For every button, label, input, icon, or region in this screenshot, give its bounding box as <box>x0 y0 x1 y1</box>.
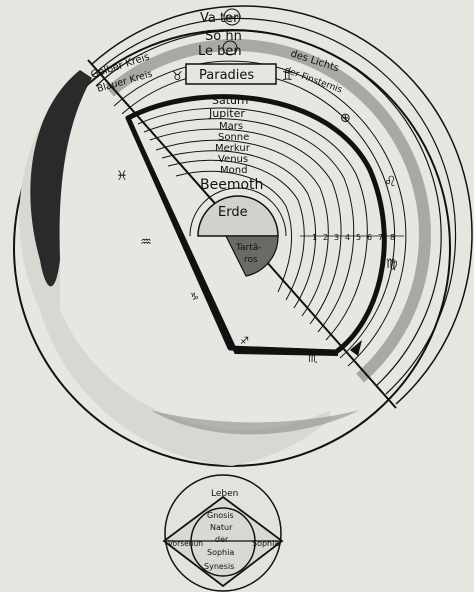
zodiac-sagittarius-icon: ♐ <box>240 336 249 347</box>
planet-mars: Mars <box>219 121 243 132</box>
zodiac-leo-icon: ♌ <box>384 174 397 190</box>
beemoth-label: Beemoth <box>200 177 263 193</box>
number-1: 1 <box>312 233 317 242</box>
sphere-venus <box>167 159 305 301</box>
planet-sonne: Sonne <box>218 132 249 143</box>
number-7: 7 <box>378 233 383 242</box>
zodiac-symbols: ♓ ♒ ⊕ ♌ ♍ ♏ ♐ ♑ <box>116 111 398 365</box>
crown-leben: Le ben <box>198 44 242 59</box>
number-scale-labels: 1 2 3 4 5 6 7 8 <box>312 233 395 242</box>
label-leben: Leben <box>211 489 238 499</box>
planet-mond: Mond <box>220 165 247 176</box>
planet-venus: Venus <box>218 154 248 165</box>
label-vorsehung: Vorsehun <box>168 539 203 548</box>
zodiac-scorpio-icon: ♏ <box>308 352 318 365</box>
zodiac-capricorn-icon: ♑ <box>190 292 199 303</box>
tartaros-label-2: ros <box>244 255 258 265</box>
sophia-circle: Leben Gnosis Natur der Sophia Synesis Vo… <box>162 474 284 592</box>
crown-labels: Va ter Agathi So hn Le ben <box>198 8 242 59</box>
sphere-merkur <box>161 150 316 309</box>
sphere-sonne <box>155 139 329 317</box>
tartaros-label-1: Tartă- <box>235 243 262 253</box>
earth-symbol-icon: ⊕ <box>340 111 351 126</box>
number-2: 2 <box>323 233 328 242</box>
zodiac-virgo-icon: ♍ <box>386 257 398 272</box>
zodiac-left-badge-icon: ♉ <box>172 69 183 83</box>
zodiac-right-badge-icon: ♊ <box>282 69 293 83</box>
ring-outer-1 <box>91 5 473 405</box>
planet-merkur: Merkur <box>215 143 251 154</box>
label-sophia-right: Sophia <box>252 539 279 548</box>
sphere-shadow-left <box>30 70 92 287</box>
beemoth-arc <box>189 187 287 237</box>
ring-outer-2 <box>91 17 457 395</box>
number-8: 8 <box>390 233 395 242</box>
inner-wedge-edge <box>126 117 339 356</box>
crown-vater-small: Agathi <box>225 15 241 21</box>
planetary-boundary <box>125 94 387 355</box>
label-synesis: Synesis <box>204 562 234 571</box>
cosmic-sphere <box>13 5 473 467</box>
planet-labels: Saturn Jupiter Mars Sonne Merkur Venus M… <box>208 94 251 176</box>
crown-vater: Va ter <box>200 11 239 26</box>
sphere-mond <box>175 170 293 293</box>
planet-jupiter: Jupiter <box>208 107 245 120</box>
boundary-mark <box>350 340 362 356</box>
sphere-shade-lower <box>19 92 330 466</box>
label-gnosis: Gnosis <box>207 511 234 520</box>
planet-saturn: Saturn <box>212 94 248 107</box>
zodiac-pisces-icon: ♓ <box>116 169 128 184</box>
crown-sohn-circle <box>222 40 238 56</box>
number-3: 3 <box>334 233 339 242</box>
crown-sohn: So hn <box>205 29 242 44</box>
number-6: 6 <box>367 233 372 242</box>
tartaros-region <box>225 235 279 277</box>
sphere-mars <box>149 128 342 325</box>
paradies-frame <box>185 63 277 85</box>
sphere-saturn <box>137 107 368 341</box>
sphere-jupiter <box>143 118 355 333</box>
sophia-inner-ellipse <box>190 507 256 577</box>
number-4: 4 <box>345 233 350 242</box>
number-5: 5 <box>356 233 361 242</box>
gray-band <box>106 39 431 383</box>
crown-vater-circle <box>223 8 241 26</box>
sphere-shadow-bottom <box>150 410 360 435</box>
label-natur: Natur <box>210 523 233 532</box>
erde-label: Erde <box>218 205 248 220</box>
planetary-spheres <box>137 107 368 341</box>
label-der: der <box>215 535 229 544</box>
paradies-label: Paradies <box>199 68 254 83</box>
earth-region <box>197 195 279 237</box>
paradies-box: Paradies ♉ ♊ <box>172 63 293 85</box>
ring-outer-3 <box>95 30 442 387</box>
label-sophia-inner: Sophia <box>207 548 234 557</box>
zodiac-aquarius-icon: ♒ <box>140 235 152 250</box>
